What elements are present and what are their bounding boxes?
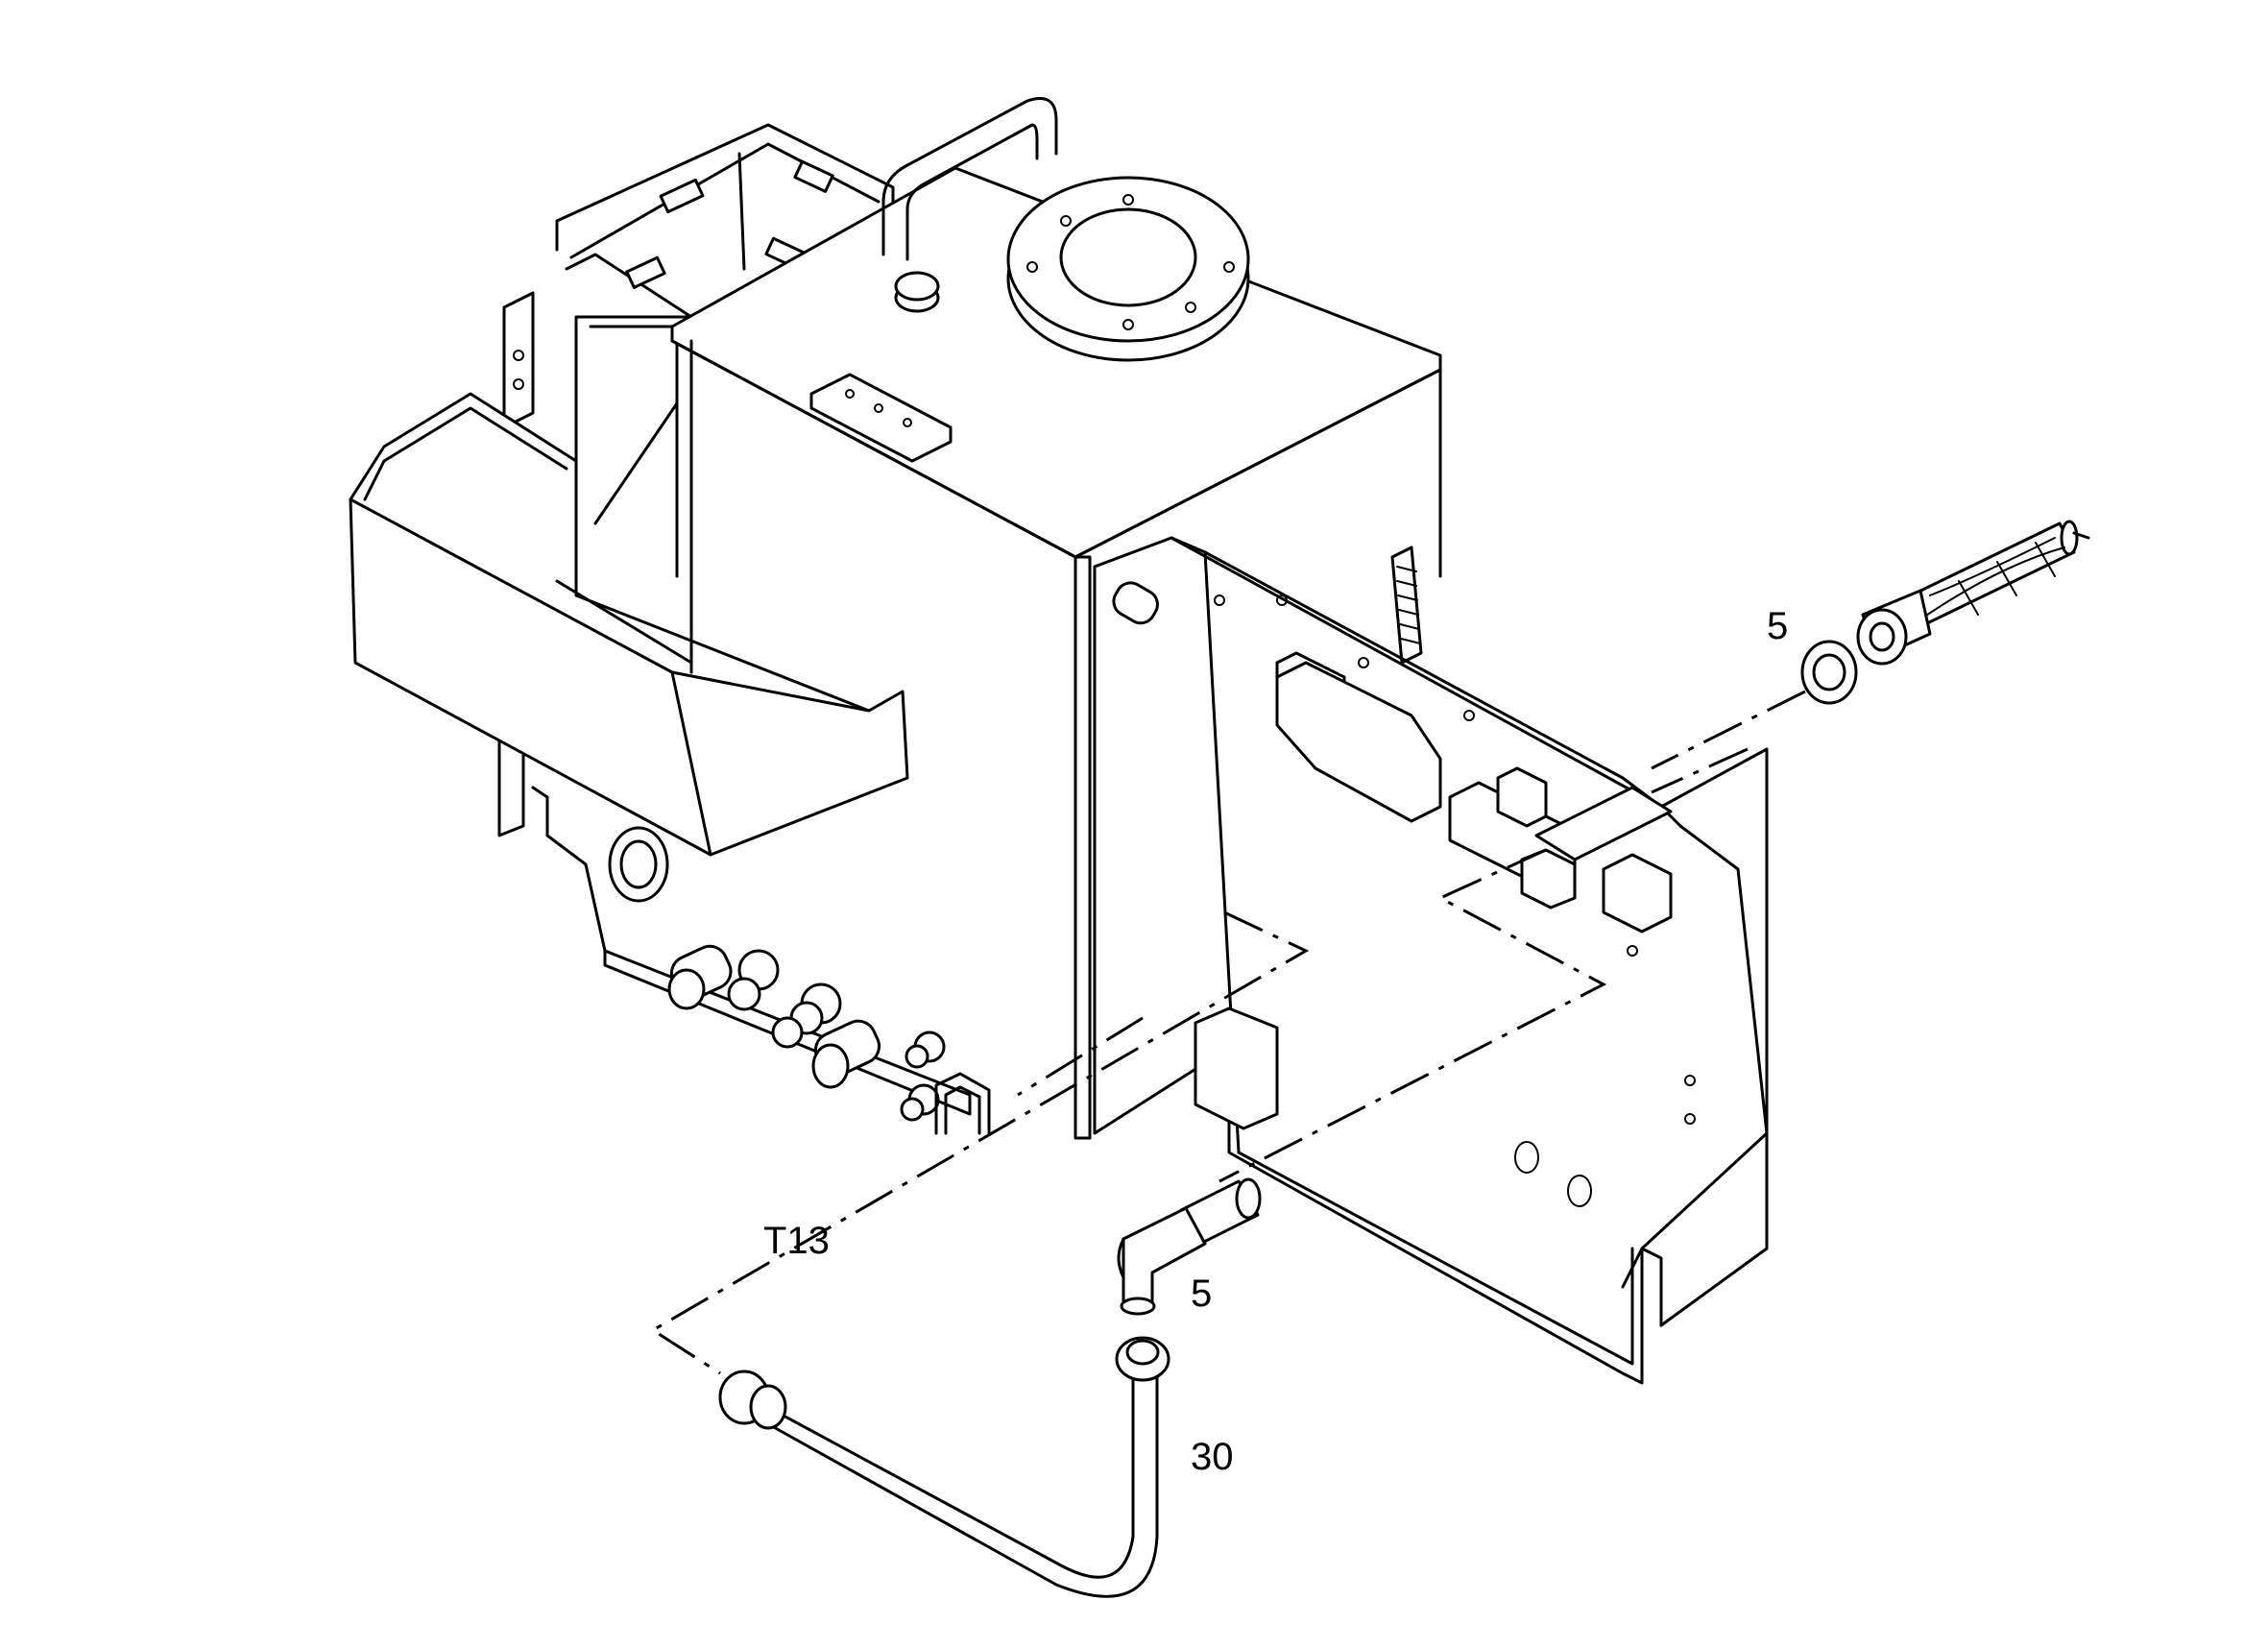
assembly-lines (650, 690, 1806, 1375)
plug-3 (771, 982, 842, 1049)
union-fitting (1856, 589, 1932, 666)
label-item-pipe: 30 (1191, 1436, 1234, 1478)
elbow-fitting (1117, 1177, 1262, 1316)
pipe-nut-left (718, 1370, 787, 1430)
tank-body (670, 97, 1442, 1140)
hose-sleeve (1909, 520, 2090, 626)
bottom-plate (531, 786, 991, 1135)
label-reference: T13 (763, 1220, 830, 1262)
plug-1 (667, 944, 733, 1010)
pipe-nut-right (1115, 1336, 1170, 1382)
drain-pipe (718, 1336, 1170, 1598)
plug-4 (811, 1019, 881, 1089)
lock-nut (1800, 640, 1858, 705)
plug-2 (727, 949, 780, 1011)
right-frame (1093, 536, 1769, 1385)
label-item-lower: 5 (1191, 1273, 1212, 1315)
label-item-upper: 5 (1767, 605, 1788, 647)
breather-hose-assembly (1800, 520, 2090, 705)
